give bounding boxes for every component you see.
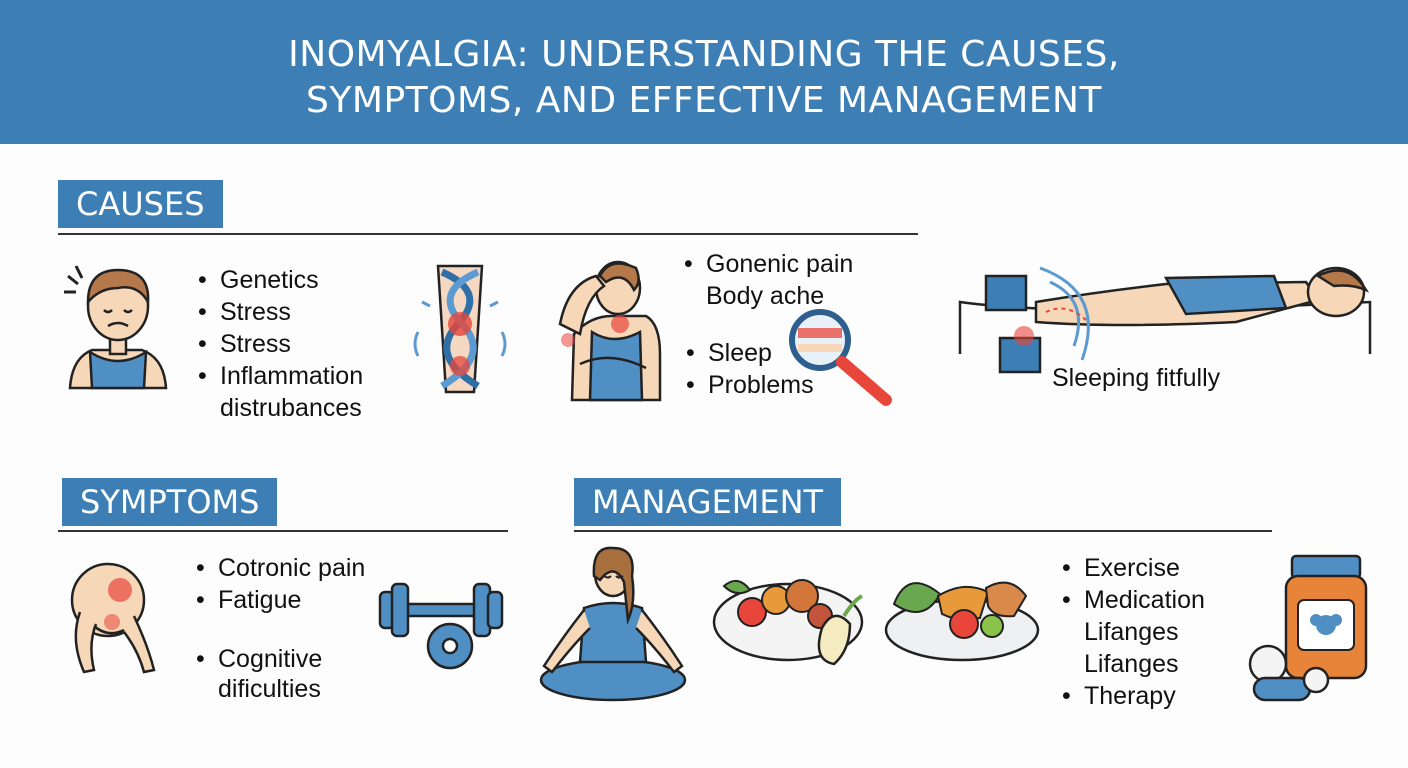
healthy-food-plate-icon (712, 579, 864, 666)
magnifying-glass-icon (789, 309, 892, 406)
list-item: Stress (198, 328, 363, 360)
title-banner: INOMYALGIA: UNDERSTANDING THE CAUSES, SY… (0, 0, 1408, 144)
causes-heading: CAUSES (58, 180, 223, 228)
list-item: Gonenic pain (684, 248, 853, 280)
causes-list-3: Sleep Problems (686, 337, 814, 401)
list-item: Body ache (706, 282, 825, 310)
list-item: Genetics (198, 264, 363, 296)
symptoms-divider (58, 530, 508, 532)
meditation-icon (539, 546, 687, 702)
management-list: Exercise Medication Lifanges Lifanges Th… (1062, 552, 1205, 712)
list-item: Inflammation (198, 360, 363, 392)
symptoms-list: Cotronic pain Fatigue (196, 552, 365, 616)
management-divider (574, 530, 1272, 532)
inflamed-joint-icon (413, 264, 507, 394)
sleeping-person-icon (958, 266, 1372, 374)
list-item: Lifanges (1084, 618, 1179, 646)
list-item: dificulties (218, 675, 321, 703)
dumbbell-icon (378, 582, 504, 670)
causes-list-1: Genetics Stress Stress Inflammation dist… (198, 264, 363, 424)
list-item: Exercise (1062, 552, 1205, 584)
list-item: Cotronic pain (196, 552, 365, 584)
sleep-caption: Sleeping fitfully (1052, 364, 1221, 392)
salad-bowl-icon (884, 581, 1040, 662)
list-item: Cognitive (196, 644, 322, 674)
list-item: Medication (1062, 584, 1205, 616)
list-item: Problems (686, 369, 814, 401)
causes-divider (58, 233, 918, 235)
list-item: Stress (198, 296, 363, 328)
list-item: distrubances (220, 394, 362, 422)
body-pain-icon (70, 562, 156, 674)
page-title-line-2: SYMPTOMS, AND EFFECTIVE MANAGEMENT (306, 80, 1102, 121)
page-title-line-1: INOMYALGIA: UNDERSTANDING THE CAUSES, (288, 34, 1120, 75)
causes-list-2: Gonenic pain Body ache (684, 248, 853, 312)
list-item: Fatigue (196, 584, 365, 616)
symptoms-heading: SYMPTOMS (62, 478, 278, 526)
list-item: Lifanges (1084, 650, 1179, 678)
stressed-person-icon (64, 265, 168, 390)
management-heading: MANAGEMENT (574, 478, 842, 526)
headache-person-icon (558, 260, 662, 402)
symptoms-list-2: Cognitive dificulties (196, 644, 322, 704)
list-item: Therapy (1062, 680, 1205, 712)
list-item: Sleep (686, 337, 814, 369)
medication-bottle-icon (1248, 554, 1368, 702)
